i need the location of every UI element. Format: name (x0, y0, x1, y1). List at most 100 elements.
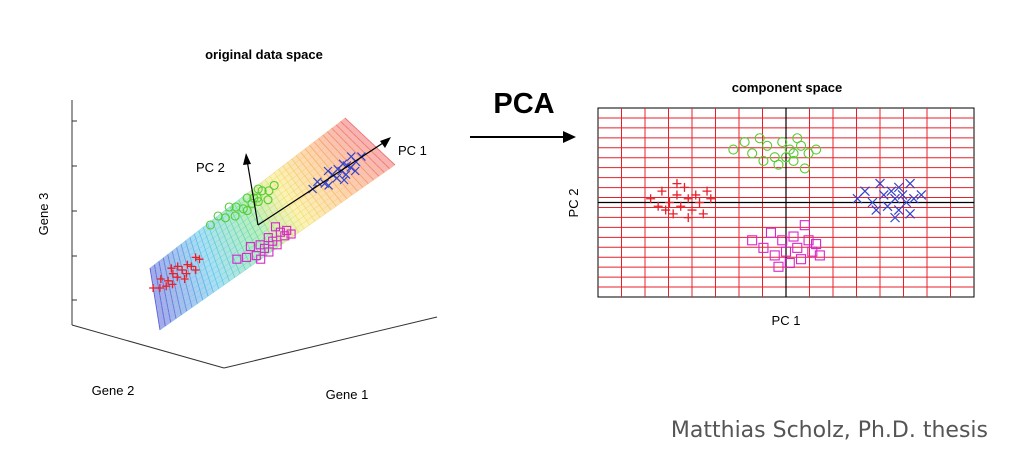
data-point-plus (691, 190, 701, 200)
data-point-3d-square (286, 229, 296, 239)
pca-label: PCA (493, 88, 554, 120)
pc1-axis-label: PC 1 (772, 313, 801, 328)
pc2-label: PC 2 (196, 160, 225, 175)
data-point-plus (683, 213, 693, 223)
data-point-square (807, 246, 818, 257)
data-point-3d-plus (173, 262, 182, 271)
data-point-cross (916, 190, 927, 200)
data-point-cross (908, 193, 919, 204)
data-point-square (780, 246, 792, 257)
data-point-cross (878, 190, 889, 200)
data-point-3d-plus (180, 275, 189, 283)
plane-grid-line (259, 137, 366, 216)
data-point-3d-square (232, 254, 242, 264)
pc1-label: PC 1 (398, 143, 427, 158)
data-point-cross (893, 205, 904, 215)
data-point-3d-plus (182, 269, 191, 278)
data-point-plus (676, 201, 686, 211)
pc1-arrowhead (380, 137, 391, 148)
data-point-plus (683, 194, 693, 204)
pc-arrows (243, 137, 391, 226)
data-point-3d-circle (264, 186, 274, 196)
plane-grid-line (151, 201, 253, 279)
left-3d-axes (71, 100, 438, 369)
data-point-circle (777, 136, 788, 148)
data-point-plus (672, 179, 682, 189)
data-point-plus (646, 194, 656, 204)
data-point-3d-square (245, 242, 255, 252)
data-point-plus (653, 201, 663, 211)
data-point-circle (799, 163, 810, 174)
data-point-3d-plus (156, 275, 165, 283)
data-point-square (758, 242, 769, 253)
data-point-cross (890, 193, 900, 204)
plane-grid-line (252, 125, 354, 203)
data-point-circle (739, 136, 750, 148)
data-point-plus (657, 186, 667, 196)
gene3-axis-label: Gene 3 (36, 193, 51, 236)
data-point-3d-plus (191, 266, 200, 274)
data-point-circle (754, 133, 765, 144)
component-scatter-points (646, 133, 927, 272)
data-point-3d-circle (253, 184, 263, 194)
data-point-3d-square (280, 231, 290, 241)
data-point-square (769, 250, 780, 261)
pc2-arrowhead (243, 153, 251, 165)
gene1-axis-label: Gene 1 (326, 387, 369, 402)
plane-grid-line (249, 121, 350, 198)
plane-grid-line (274, 160, 391, 244)
data-point-3d-cross (338, 159, 348, 169)
data-point-square (765, 227, 777, 238)
data-point-3d-cross (339, 175, 349, 185)
data-point-plus (687, 205, 697, 215)
data-point-circle (762, 140, 773, 151)
data-point-3d-cross (350, 166, 360, 176)
data-point-3d-circle (205, 220, 215, 230)
data-point-3d-cross (341, 170, 351, 180)
data-point-3d-plus (178, 266, 187, 274)
data-point-square (803, 235, 814, 246)
data-point-3d-circle (242, 193, 252, 203)
data-point-circle (788, 148, 799, 159)
data-point-circle (758, 155, 769, 166)
plane-grid-line (149, 192, 248, 269)
data-point-3d-plus (155, 284, 164, 292)
data-point-3d-plus (183, 260, 192, 269)
data-point-cross (890, 212, 900, 223)
data-point-cross (905, 208, 916, 219)
data-point-square (773, 261, 784, 272)
plane-grid-line (157, 233, 271, 315)
data-point-plus (679, 182, 689, 192)
data-point-square (792, 242, 803, 253)
pc2-arrow (246, 159, 259, 226)
data-point-3d-plus (173, 273, 182, 282)
plane-grid-line (267, 149, 379, 230)
data-point-3d-square (272, 240, 282, 250)
data-point-circle (773, 159, 784, 170)
data-point-3d-circle (230, 211, 240, 221)
data-point-3d-square (242, 252, 252, 262)
data-point-3d-circle (242, 206, 252, 216)
right-panel-title: component space (732, 80, 843, 95)
data-point-3d-cross (324, 180, 334, 190)
data-point-cross (893, 182, 904, 193)
data-point-3d-circle (220, 213, 230, 223)
data-point-3d-square (256, 254, 266, 264)
data-point-3d-circle (263, 195, 273, 205)
data-point-3d-square (264, 247, 274, 257)
data-point-3d-plus (168, 280, 177, 289)
pca-arrowhead (563, 131, 576, 143)
plane-grid-line (272, 156, 387, 239)
data-point-cross (852, 193, 863, 204)
data-point-3d-plus (162, 282, 171, 291)
pc2-axis-label: PC 2 (566, 189, 581, 218)
plane-grid-line (159, 242, 276, 326)
data-point-3d-circle (247, 198, 257, 208)
data-point-3d-plus (167, 264, 176, 273)
data-point-3d-square (270, 222, 281, 232)
gene2-axis-label: Gene 2 (92, 383, 135, 398)
data-point-plus (706, 194, 716, 204)
data-point-cross (905, 178, 916, 189)
data-point-square (777, 235, 788, 246)
